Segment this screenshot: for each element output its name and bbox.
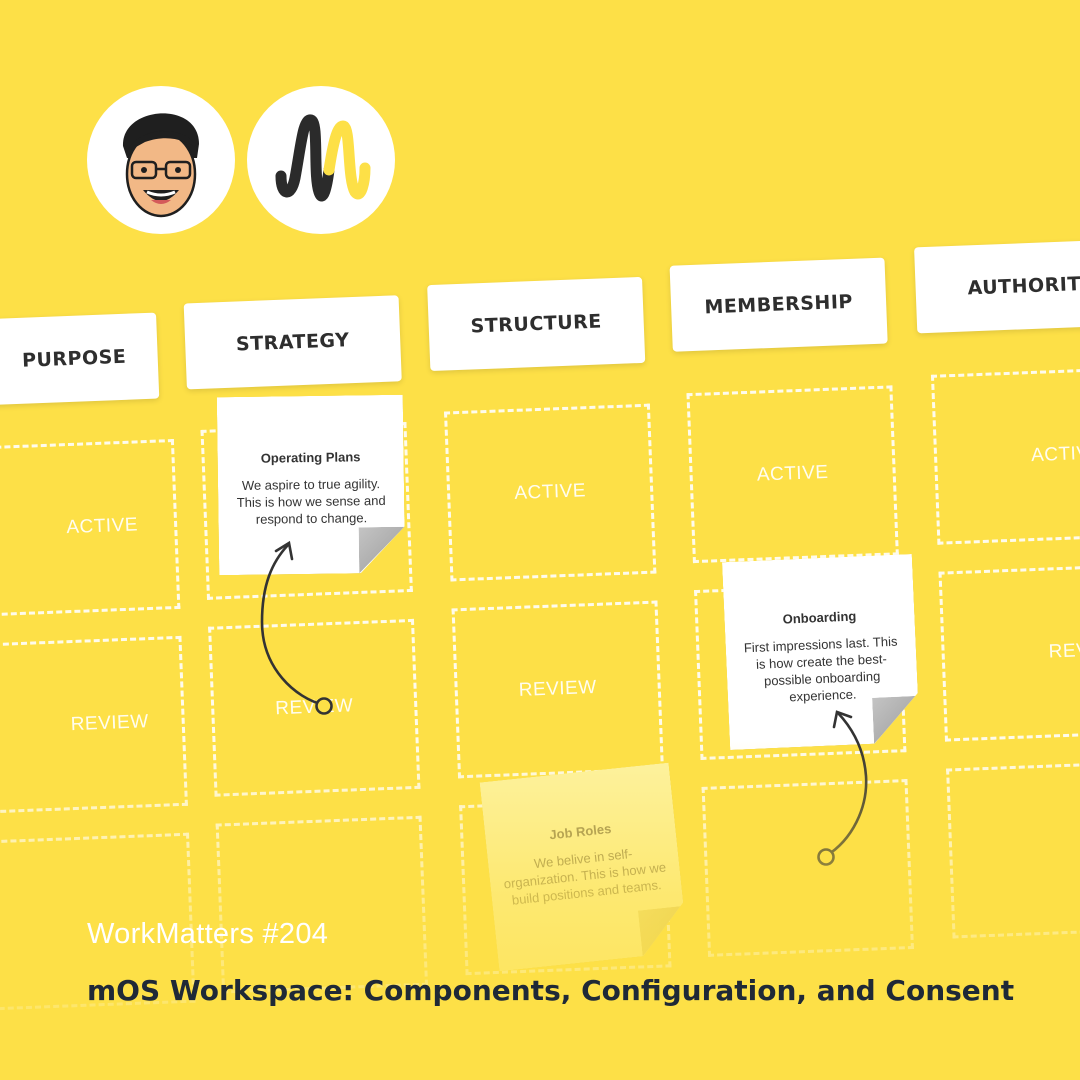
workmatters-logo (247, 86, 395, 234)
arrow-head-icon (274, 540, 294, 561)
arrow-membership-connector (824, 711, 868, 858)
page-title: mOS Workspace: Components, Configuration… (87, 974, 1015, 1007)
person-avatar-icon (122, 113, 199, 218)
series-label: WorkMatters #204 (87, 918, 329, 950)
connector-handle-icon (315, 697, 333, 715)
workmatters-logo-icon (275, 114, 371, 202)
arrow-head-icon (832, 710, 853, 729)
arrow-strategy-connector (260, 543, 326, 707)
connector-handle-icon (817, 848, 835, 866)
person-avatar (87, 86, 235, 234)
